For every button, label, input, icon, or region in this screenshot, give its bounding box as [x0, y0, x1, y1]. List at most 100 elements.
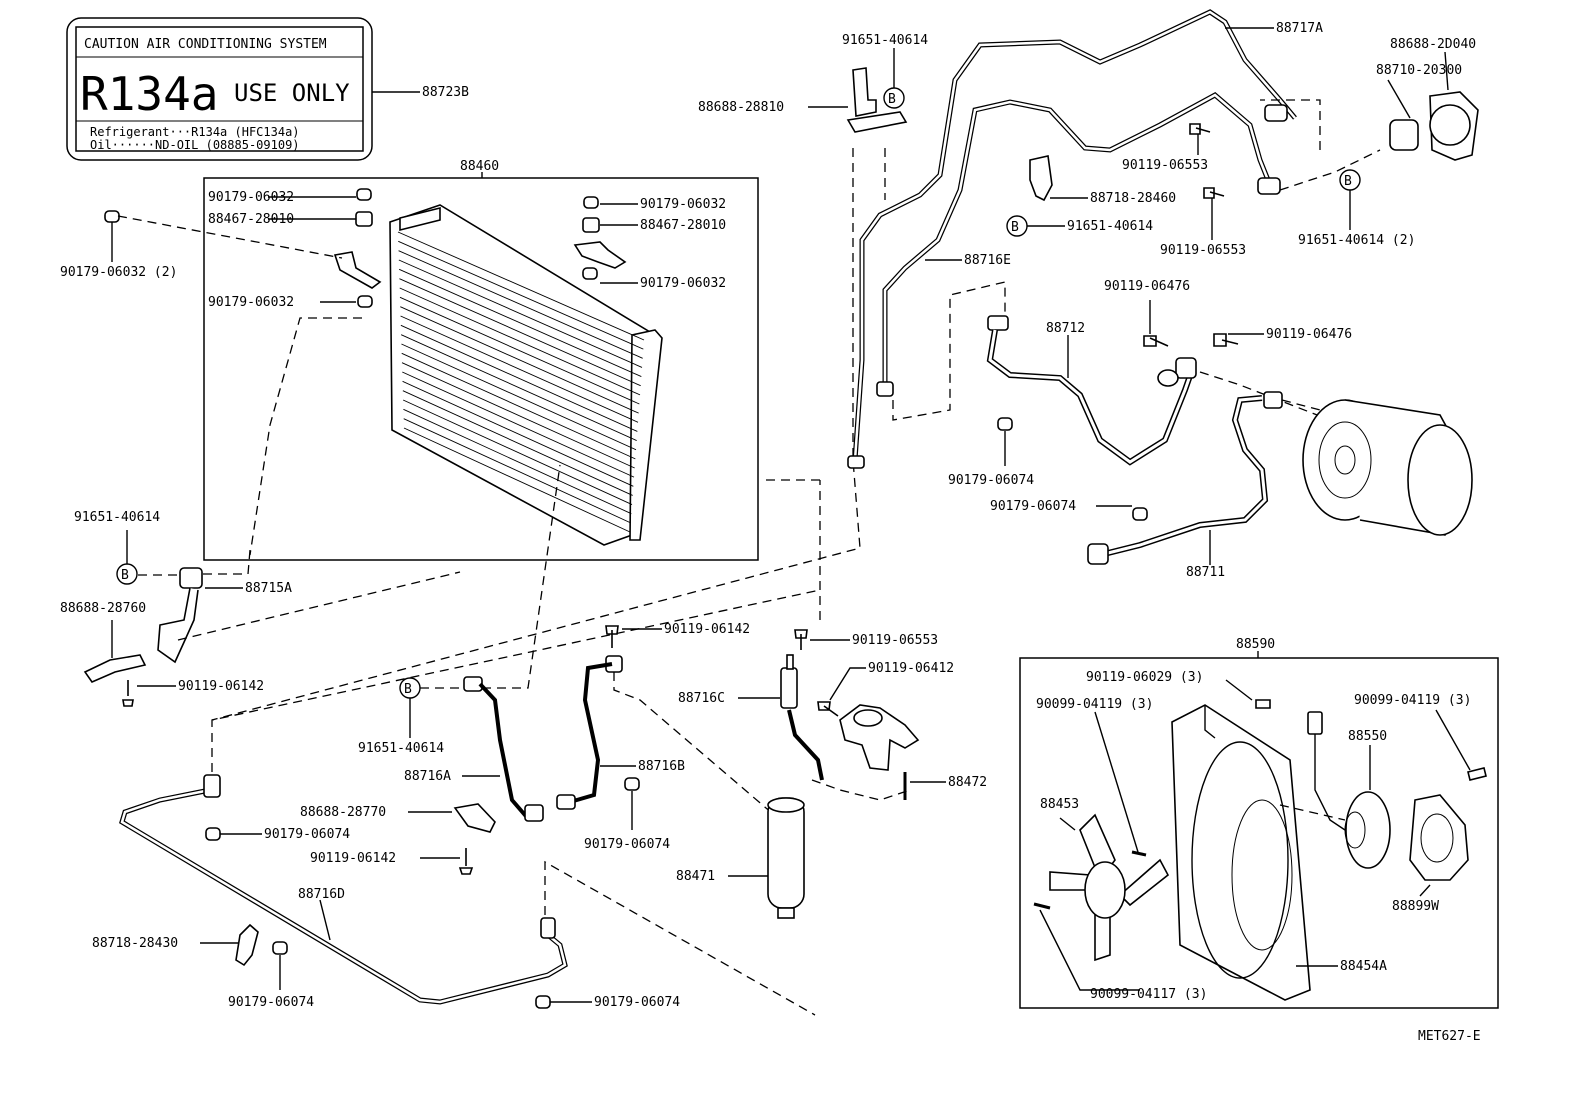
condenser-fin [403, 418, 631, 524]
part-90119-06142-label: 90119-06142 [310, 851, 396, 866]
screw-icon [1033, 902, 1051, 910]
condenser-fin [399, 278, 641, 387]
part-88467-28010-label: 88467-28010 [640, 218, 726, 233]
condenser-fin [403, 408, 632, 515]
part-90119-06476-label: 90119-06476 [1266, 327, 1352, 342]
part-88716A-label: 88716A [404, 769, 451, 784]
motor-bracket [1409, 794, 1469, 881]
part-90179-06032-2-label: 90179-06032 (2) [60, 265, 177, 280]
condenser-fin [398, 250, 643, 359]
fan-assembly: 88590 90119-06029 (3) 90099-04119 (3) 88… [1019, 637, 1499, 1009]
condenser-fin [398, 259, 643, 368]
part-90179-06074-label: 90179-06074 [990, 499, 1076, 514]
part-88710-20300-label: 88710-20300 [1376, 63, 1462, 78]
svg-text:B: B [1011, 220, 1019, 235]
condenser-fin [400, 334, 637, 441]
part-88716E-label: 88716E [964, 253, 1011, 268]
condenser-fin [402, 399, 633, 505]
grommet-icon [272, 941, 288, 955]
receiver-dryer [767, 797, 805, 919]
pipe-88716B [556, 655, 623, 810]
part-90099-04119-3-label: 90099-04119 (3) [1354, 693, 1471, 708]
condenser-core [389, 204, 663, 546]
part-88590-label: 88590 [1236, 637, 1275, 652]
diagram-reference-code: MET627-E [1418, 1029, 1481, 1044]
caution-title: CAUTION AIR CONDITIONING SYSTEM [84, 37, 327, 52]
pressure-switch-icon [780, 654, 824, 781]
bolt-icon [1467, 767, 1487, 781]
clamp-icon [235, 923, 259, 967]
bolt-icon [1143, 335, 1169, 347]
grommet-icon [1132, 507, 1148, 521]
pipe-88717A [852, 9, 1297, 461]
part-90179-06032-label: 90179-06032 [208, 190, 294, 205]
hose-88712 [986, 315, 1197, 466]
condenser-fin [398, 268, 642, 377]
b-callout-icon: B [116, 563, 138, 585]
bolt-icon [1213, 333, 1239, 347]
b-callout-icon: B [1006, 215, 1028, 237]
grommet-icon [535, 995, 551, 1009]
part-88716C-label: 88716C [678, 691, 725, 706]
grommet-icon [357, 295, 373, 308]
part-88718-28460-label: 88718-28460 [1090, 191, 1176, 206]
pipe-88716A [463, 676, 544, 822]
b-callout-icon: B [399, 677, 421, 699]
part-88899W-label: 88899W [1392, 899, 1439, 914]
part-88688-28760-label: 88688-28760 [60, 601, 146, 616]
part-90119-06553-label: 90119-06553 [1160, 243, 1246, 258]
caution-use-only: USE ONLY [234, 79, 350, 107]
bolt-icon [1255, 699, 1271, 709]
part-88460-label: 88460 [460, 159, 499, 174]
condenser-fin [402, 380, 634, 487]
condenser-fin [398, 240, 644, 350]
part-91651-40614-label: 91651-40614 [1067, 219, 1153, 234]
condenser-fin [402, 371, 635, 478]
grommet-icon [356, 188, 372, 201]
bolt-icon [1189, 123, 1211, 135]
grommet-icon [582, 267, 598, 280]
bracket-icon [573, 241, 627, 269]
part-88715A-label: 88715A [245, 581, 292, 596]
bolt-icon [817, 701, 839, 717]
bracket-icon [839, 704, 920, 771]
pipe-88715A [157, 567, 203, 664]
part-88711-label: 88711 [1186, 565, 1225, 580]
svg-text:B: B [1344, 174, 1352, 189]
bolt-icon [458, 848, 474, 875]
grommet-icon [583, 196, 599, 209]
bracket-icon [83, 654, 147, 683]
grommet-icon [624, 777, 640, 791]
condenser-assembly: 88460 90179-06032 88467-28010 90179-0603… [203, 159, 759, 561]
part-90179-06074-label: 90179-06074 [594, 995, 680, 1010]
caution-refrigerant-big: R134a [80, 67, 218, 121]
condenser-fin [399, 287, 641, 396]
part-88471-label: 88471 [676, 869, 715, 884]
ac-compressor [1302, 399, 1473, 536]
condenser-fin [400, 324, 638, 432]
part-90179-06074-label: 90179-06074 [584, 837, 670, 852]
grommet-icon [997, 417, 1013, 431]
part-90119-06553-label: 90119-06553 [852, 633, 938, 648]
part-88718-28430-label: 88718-28430 [92, 936, 178, 951]
caution-oil-line: Oil······ND-OIL (08885-09109) [90, 138, 300, 152]
bracket-icon [846, 67, 908, 133]
b-callout-icon: B [1339, 169, 1361, 191]
part-90179-06032-label: 90179-06032 [208, 295, 294, 310]
bracket-icon [1429, 91, 1479, 161]
part-90179-06074-label: 90179-06074 [948, 473, 1034, 488]
part-90099-04119-3-label: 90099-04119 (3) [1036, 697, 1153, 712]
caution-refrigerant-line: Refrigerant···R134a (HFC134a) [90, 125, 300, 139]
part-90179-06074-label: 90179-06074 [228, 995, 314, 1010]
condenser-fin [401, 362, 635, 469]
part-91651-40614-label: 91651-40614 [74, 510, 160, 525]
condenser-fin [400, 306, 639, 414]
part-88712-label: 88712 [1046, 321, 1085, 336]
fan-motor [1307, 711, 1391, 869]
part-88688-28810-label: 88688-28810 [698, 100, 784, 115]
part-90119-06412-label: 90119-06412 [868, 661, 954, 676]
condenser-fin [400, 315, 639, 423]
clamp-ring [1389, 119, 1419, 151]
bolt-icon [1203, 187, 1225, 199]
